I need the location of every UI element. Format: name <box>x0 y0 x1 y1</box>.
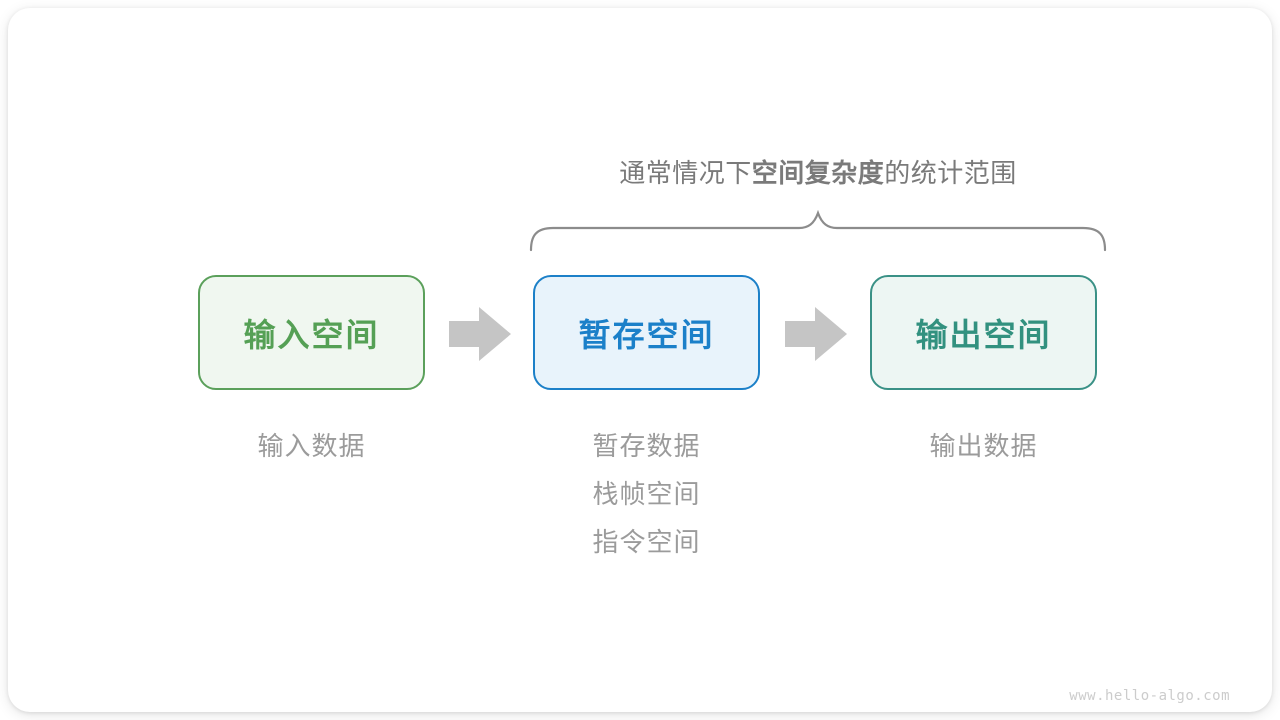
output-space-box: 输出空间 <box>870 275 1097 390</box>
scope-brace <box>529 209 1107 252</box>
input-space-box: 输入空间 <box>198 275 425 390</box>
note-line: 输出数据 <box>929 431 1038 461</box>
website-watermark: www.hello-algo.com <box>1069 688 1230 704</box>
note-line: 栈帧空间 <box>592 479 701 509</box>
arrow-input-to-temp <box>449 307 511 361</box>
title-prefix: 通常情况下 <box>619 158 752 188</box>
right-arrow-icon <box>449 307 511 361</box>
right-arrow-icon <box>785 307 847 361</box>
note-line: 输入数据 <box>257 431 366 461</box>
temp-space-label: 暂存空间 <box>578 316 715 353</box>
input-space-label: 输入空间 <box>243 316 380 353</box>
temp-space-notes: 暂存数据 栈帧空间 指令空间 <box>533 422 760 566</box>
title-suffix: 的统计范围 <box>884 158 1017 188</box>
diagram-card: 通常情况下空间复杂度的统计范围 输入空间 暂存空间 输出空间 <box>8 8 1272 712</box>
input-space-notes: 输入数据 <box>198 422 425 470</box>
output-space-notes: 输出数据 <box>870 422 1097 470</box>
arrow-temp-to-output <box>785 307 847 361</box>
title-bold-term: 空间复杂度 <box>751 158 885 188</box>
diagram-title: 通常情况下空间复杂度的统计范围 <box>529 153 1107 190</box>
temp-space-box: 暂存空间 <box>533 275 760 390</box>
output-space-label: 输出空间 <box>915 316 1052 353</box>
note-line: 指令空间 <box>592 527 701 557</box>
curly-brace-icon <box>529 209 1107 252</box>
note-line: 暂存数据 <box>592 431 701 461</box>
